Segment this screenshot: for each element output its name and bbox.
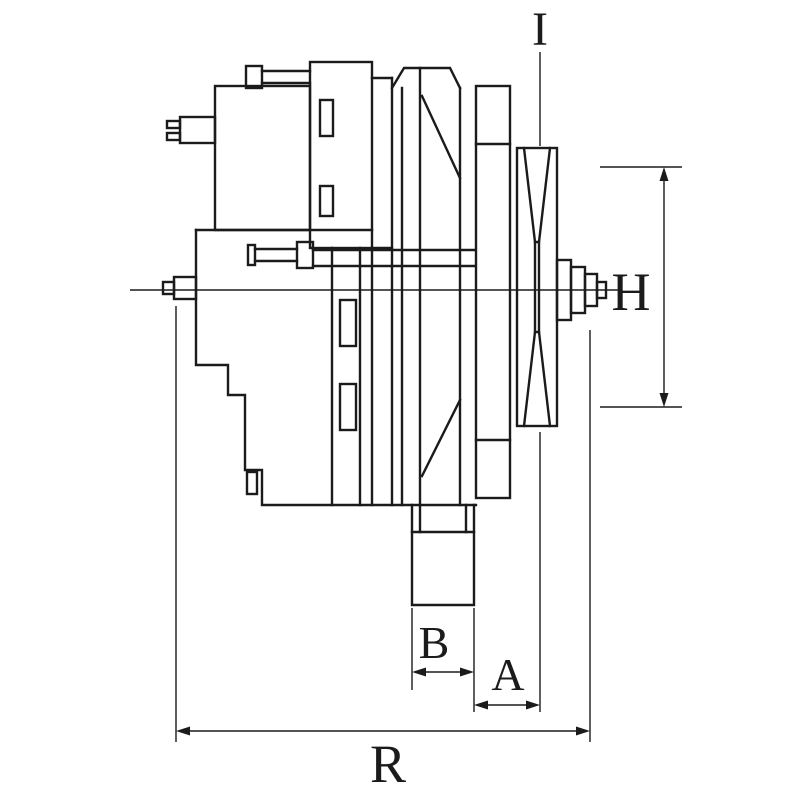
drive-end-bracket <box>390 66 462 507</box>
bracket-top <box>390 66 462 90</box>
dimension-R: R <box>175 306 591 794</box>
housing-outline <box>194 228 478 507</box>
front-plate-outline <box>474 84 512 500</box>
dimension-lines <box>600 166 682 408</box>
alternator-side-view <box>161 60 608 607</box>
pulley-groove-bottom <box>522 330 552 428</box>
pulley-outline <box>515 146 559 428</box>
dimension-lines <box>175 306 591 742</box>
arrowhead-down-icon <box>659 393 669 407</box>
lug-ribs <box>418 503 468 534</box>
arrowhead-right-icon <box>460 667 474 677</box>
rear-bracket <box>308 60 374 250</box>
vent-slot <box>318 184 335 218</box>
b-terminal-pin <box>161 280 176 296</box>
dimension-I: I <box>532 3 548 146</box>
bracket-taper <box>420 94 462 180</box>
rear-housing <box>165 60 374 270</box>
regulator-box <box>213 84 312 232</box>
dimension-label-B: B <box>419 617 450 668</box>
vent-slot <box>338 382 358 432</box>
mid-stud-shaft <box>253 247 299 263</box>
connector-block <box>178 115 217 145</box>
foot-slot <box>245 470 259 496</box>
arrowhead-left-icon <box>474 700 488 710</box>
front-plate-steps <box>474 142 512 442</box>
pulley <box>515 146 559 428</box>
mid-stud-cap <box>246 243 257 267</box>
lug-outline <box>410 503 476 607</box>
stator-stack <box>370 76 394 507</box>
dimension-H: H <box>600 166 682 408</box>
top-stud-head <box>244 64 264 90</box>
through-bolt <box>311 248 476 268</box>
pulley-groove-top <box>522 146 552 244</box>
pulley-hub <box>533 240 541 334</box>
dimension-label-R: R <box>370 734 406 794</box>
arrowhead-up-icon <box>659 167 669 181</box>
bracket-taper <box>420 398 462 478</box>
connector-pin <box>165 131 182 142</box>
dimension-label-H: H <box>612 262 651 322</box>
arrowhead-left-icon <box>176 726 190 736</box>
mid-stud-head <box>295 240 315 270</box>
dimension-label-I: I <box>532 3 548 56</box>
connector-pin <box>165 119 182 130</box>
main-housing <box>161 228 478 507</box>
dimension-B: B <box>411 608 475 712</box>
arrowhead-right-icon <box>576 726 590 736</box>
top-stud-shaft <box>260 69 312 85</box>
vent-slot <box>318 98 335 138</box>
vent-slot <box>338 298 358 348</box>
arrowhead-right-icon <box>526 700 540 710</box>
front-plate <box>474 84 512 500</box>
mounting-lug <box>410 503 476 607</box>
b-terminal <box>172 275 198 301</box>
dimension-label-A: A <box>491 649 524 700</box>
dimension-lines <box>411 608 475 712</box>
arrowhead-left-icon <box>412 667 426 677</box>
dimension-lines <box>486 432 541 712</box>
dimension-A: A <box>474 432 541 712</box>
